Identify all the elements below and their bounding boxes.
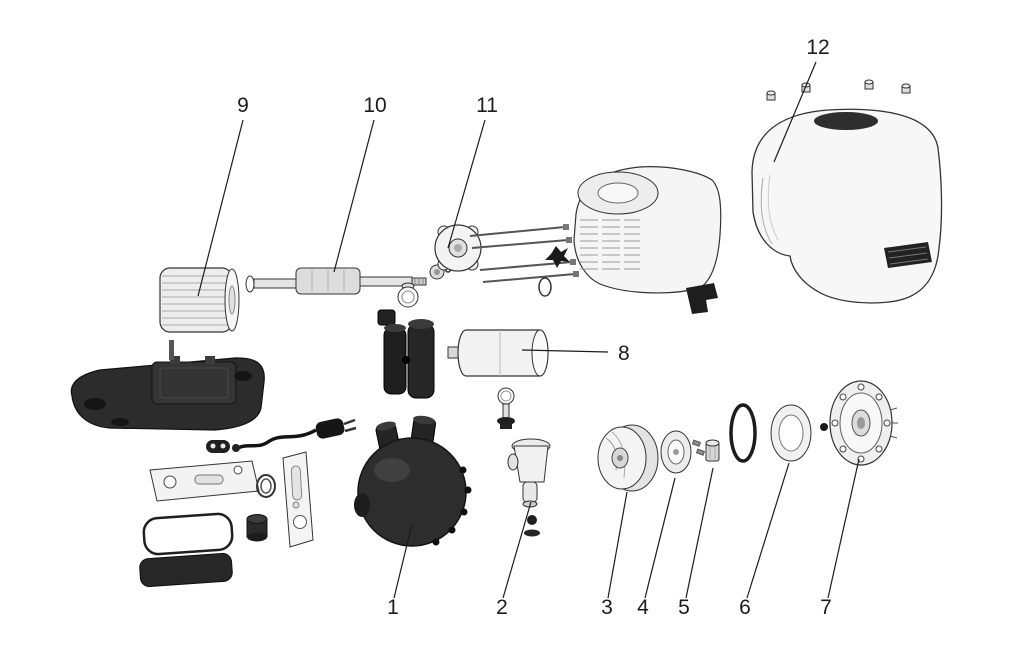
- seal-ring: [770, 404, 828, 462]
- bearing-end-plate: [434, 224, 482, 272]
- callouts: 1 2 3 4 5 6 7 8: [197, 36, 860, 619]
- leader-line: [746, 462, 790, 599]
- pressure-tank: [447, 329, 549, 377]
- callout-9: 9: [197, 94, 249, 297]
- callout-12: 12: [773, 36, 830, 163]
- callout-number: 10: [363, 94, 386, 117]
- cover-screws: [766, 79, 911, 101]
- leader-line: [607, 491, 628, 599]
- callout-4: 4: [637, 477, 676, 619]
- callout-number: 2: [496, 596, 508, 619]
- mounting-bracket-plate: [149, 460, 260, 502]
- callout-number: 6: [739, 596, 751, 619]
- o-ring: [729, 403, 757, 463]
- leader-line: [685, 467, 714, 599]
- callout-number: 4: [637, 596, 649, 619]
- leader-line: [502, 501, 532, 599]
- leader-line: [773, 61, 817, 163]
- callout-5: 5: [678, 467, 714, 619]
- power-cord-plug: [232, 418, 357, 452]
- callout-2: 2: [496, 501, 532, 619]
- leader-line: [827, 458, 860, 599]
- motor-stator: [159, 267, 240, 333]
- motor-fan: [538, 246, 570, 297]
- callout-1: 1: [387, 523, 413, 619]
- callout-number: 12: [806, 36, 829, 59]
- rubber-bushing: [246, 514, 268, 542]
- callout-number: 1: [387, 596, 399, 619]
- leader-line: [393, 523, 413, 599]
- leader-line: [333, 119, 375, 273]
- callout-10: 10: [333, 94, 387, 273]
- callout-number: 3: [601, 596, 613, 619]
- leader-line: [447, 119, 486, 249]
- leader-line: [197, 119, 244, 297]
- callout-3: 3: [601, 491, 628, 619]
- base-plate: [70, 340, 265, 431]
- leader-line: [644, 477, 676, 599]
- callout-number: 5: [678, 596, 690, 619]
- pump-body: [354, 415, 472, 547]
- diffuser-plate: [660, 430, 706, 474]
- callout-8: 8: [521, 342, 630, 365]
- motor-cover: [751, 108, 943, 304]
- small-o-rings: [256, 474, 276, 498]
- leader-line: [521, 349, 609, 353]
- pressure-valve: [497, 387, 515, 429]
- callout-11: 11: [447, 94, 498, 249]
- pump-cover-flange: [829, 380, 898, 466]
- cable-grommet: [206, 440, 230, 453]
- cover-gasket: [142, 512, 234, 556]
- callout-number: 11: [476, 94, 498, 117]
- ejector-venturi: [507, 438, 551, 537]
- callout-number: 9: [237, 94, 249, 117]
- shaft-sleeve: [705, 439, 720, 462]
- callout-number: 7: [820, 596, 832, 619]
- pipe-manifold: [377, 309, 435, 399]
- callout-7: 7: [820, 458, 860, 619]
- terminal-box-cover: [139, 552, 233, 588]
- callout-6: 6: [739, 462, 790, 619]
- fan-housing: [573, 166, 722, 314]
- impeller: [597, 424, 659, 492]
- rotor-shaft: [245, 255, 453, 295]
- callout-number: 8: [618, 342, 630, 365]
- support-bracket: [282, 451, 314, 548]
- pressure-gauge: [397, 282, 419, 308]
